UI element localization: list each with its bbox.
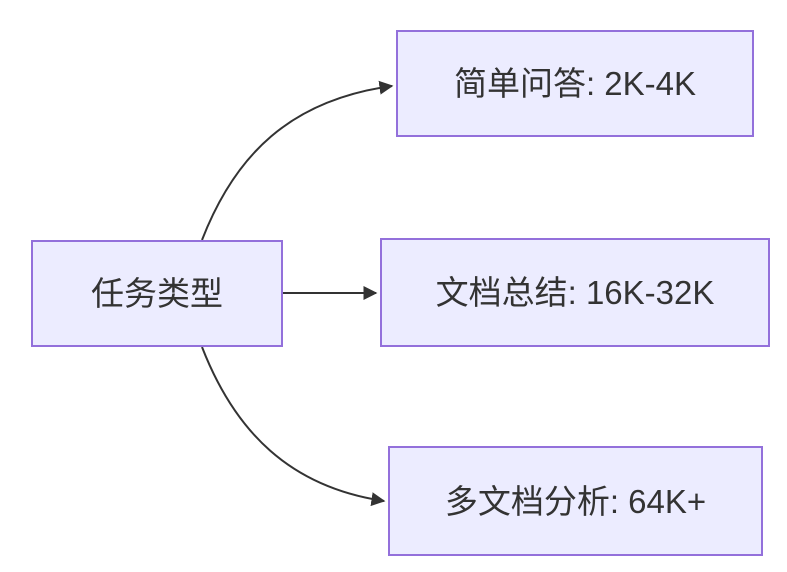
node-simple-qa-label: 简单问答: 2K-4K bbox=[453, 65, 697, 102]
node-simple-qa: 简单问答: 2K-4K bbox=[396, 30, 754, 137]
node-doc-summary-label: 文档总结: 16K-32K bbox=[435, 274, 715, 311]
edge-root-to-qa bbox=[201, 80, 394, 241]
node-multi-doc-analysis-label: 多文档分析: 64K+ bbox=[444, 482, 707, 520]
node-task-type-label: 任务类型 bbox=[91, 275, 223, 312]
node-doc-summary: 文档总结: 16K-32K bbox=[380, 238, 770, 347]
node-task-type: 任务类型 bbox=[31, 240, 283, 347]
edge-root-to-multi bbox=[201, 346, 386, 507]
node-multi-doc-analysis: 多文档分析: 64K+ bbox=[388, 446, 763, 556]
